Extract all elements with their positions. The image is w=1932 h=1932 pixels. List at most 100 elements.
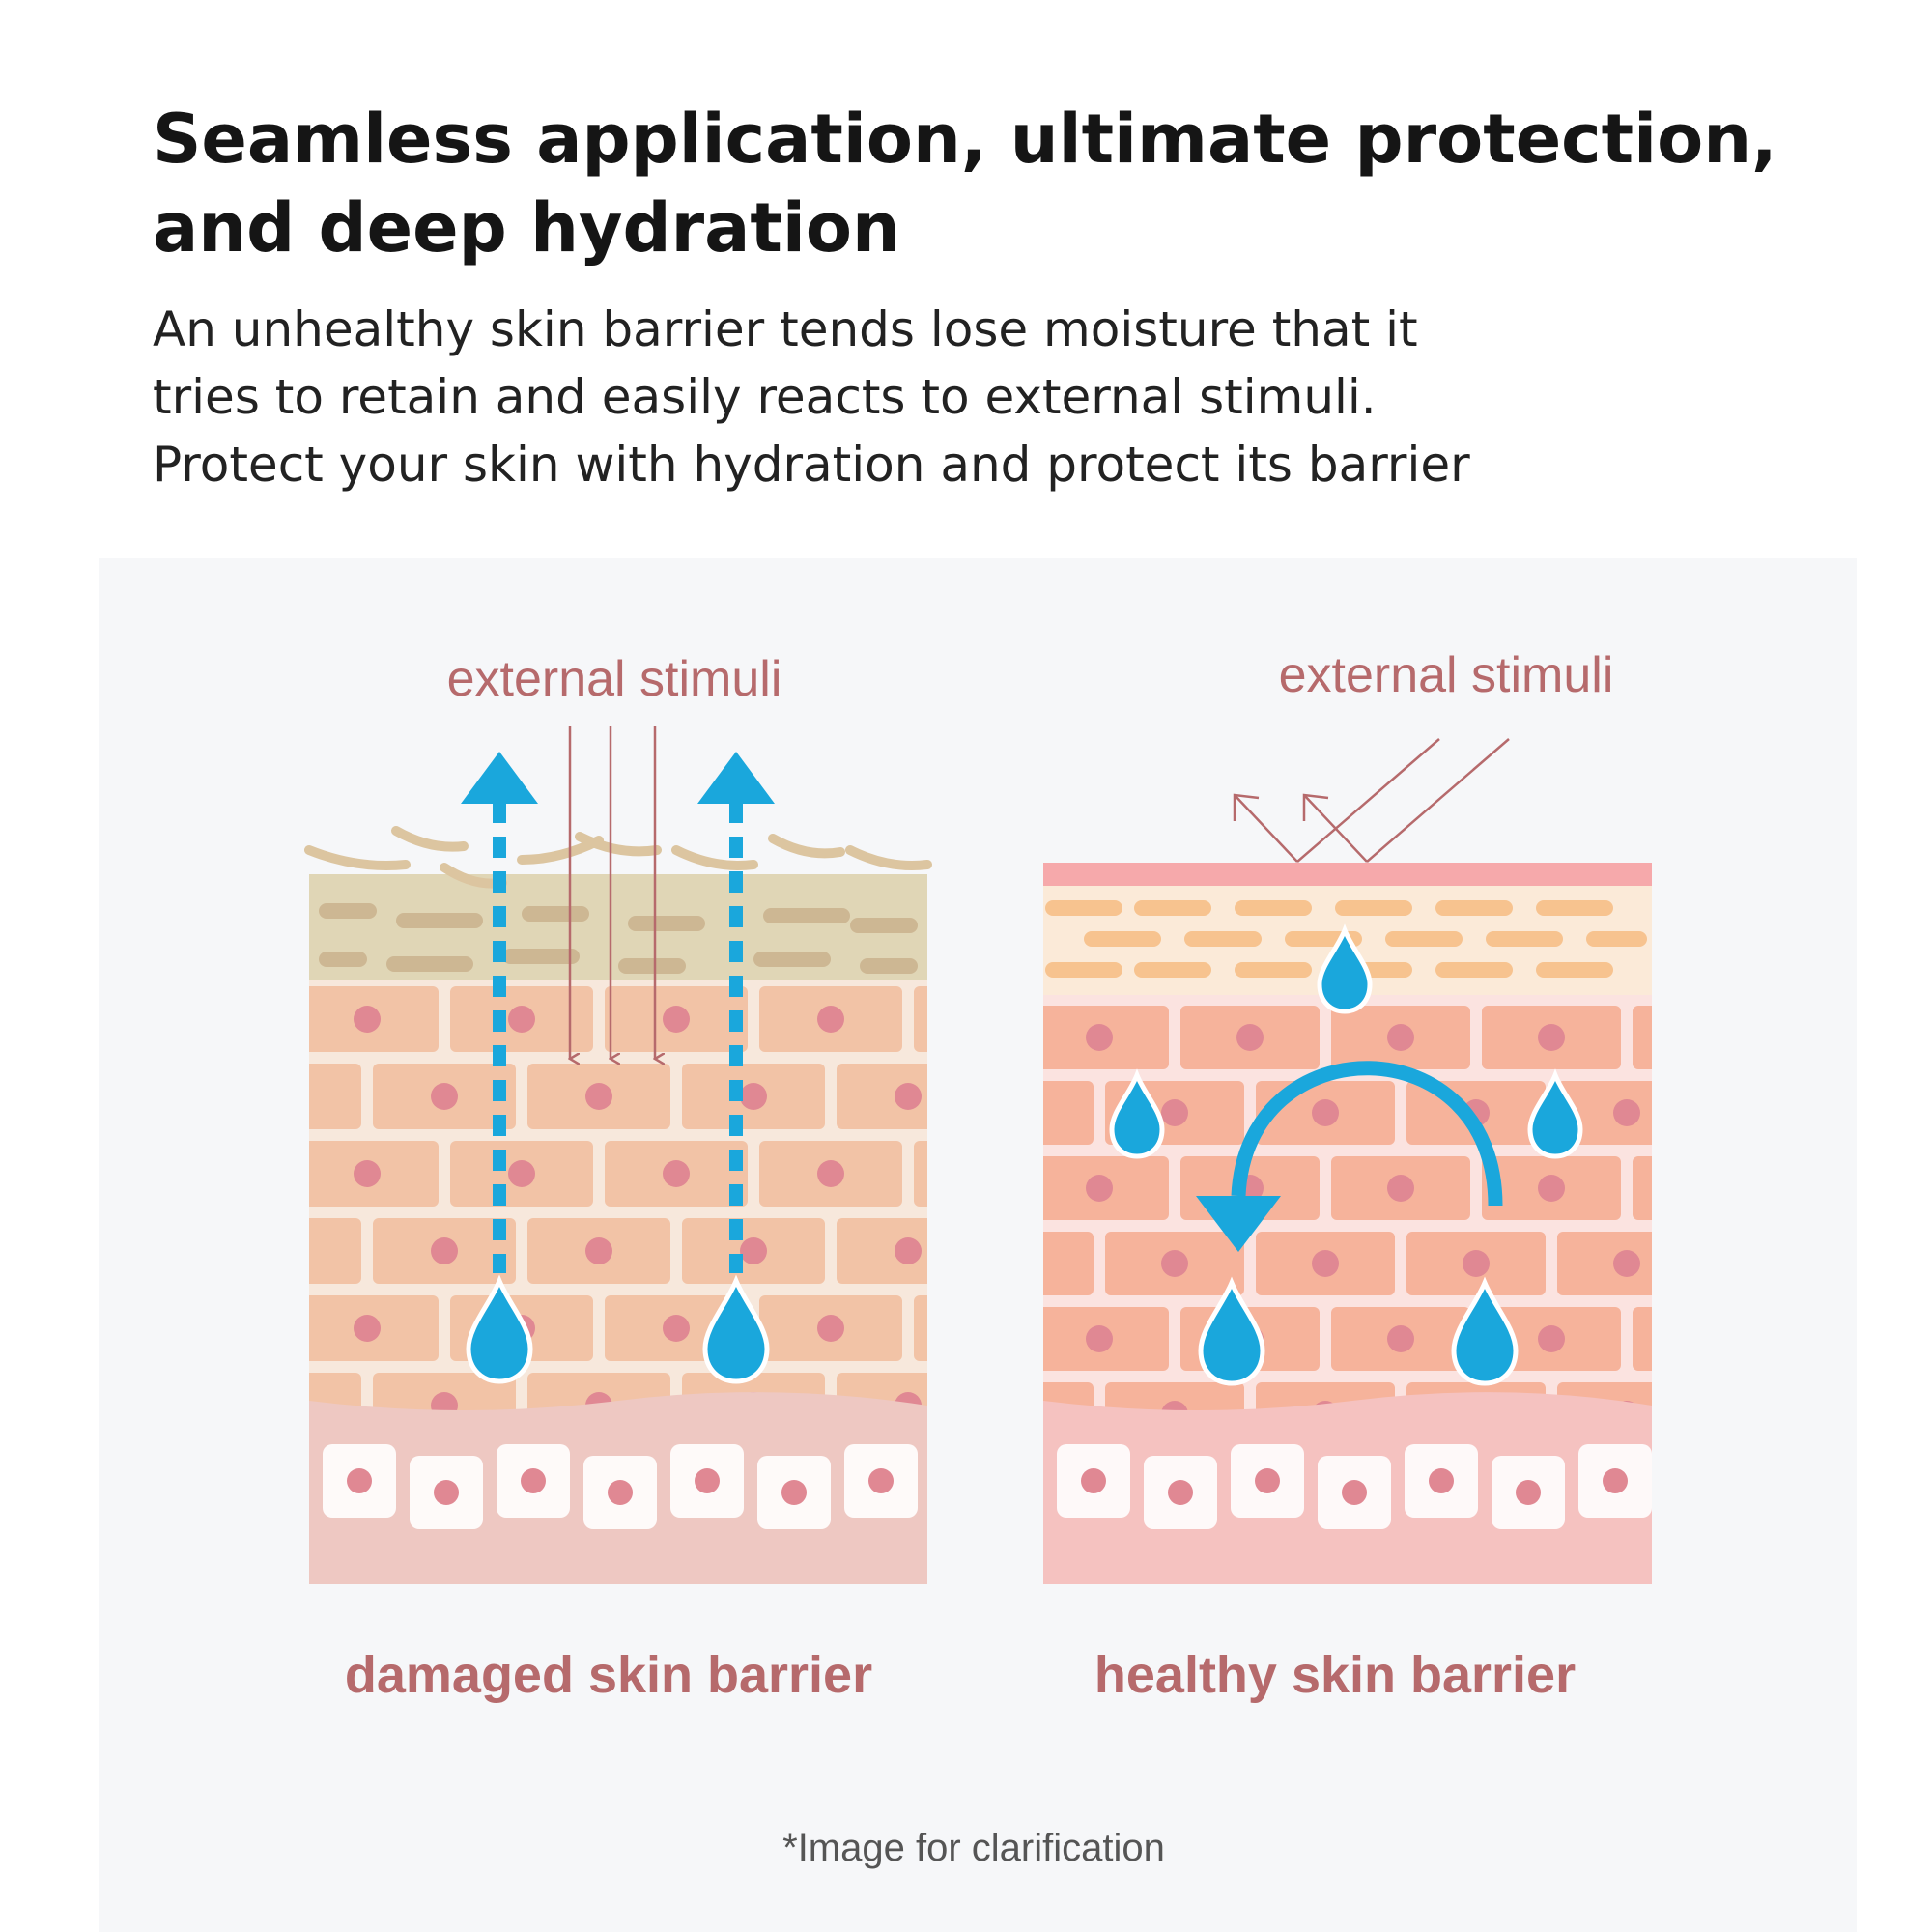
healthy-lipid xyxy=(1134,962,1211,978)
cell-nucleus xyxy=(434,1480,459,1505)
cell-nucleus xyxy=(1312,1099,1339,1126)
cell-nucleus xyxy=(276,1083,303,1110)
water-drop-icon xyxy=(466,1274,533,1384)
damaged-lipid xyxy=(618,958,686,974)
cell-nucleus xyxy=(1387,1175,1414,1202)
skin-flake xyxy=(575,832,662,857)
cell-nucleus xyxy=(972,1160,999,1187)
cell-nucleus xyxy=(1255,1468,1280,1493)
cell-nucleus xyxy=(354,1315,381,1342)
damaged-lipid xyxy=(502,949,580,964)
cell-nucleus xyxy=(895,1237,922,1264)
cell-nucleus xyxy=(1516,1480,1541,1505)
skin-cell xyxy=(914,1295,927,1361)
headline: Seamless application, ultimate protectio… xyxy=(153,95,1853,272)
healthy-lipid xyxy=(1134,900,1211,916)
healthy-protective-layer xyxy=(1043,863,1652,886)
cell-nucleus xyxy=(1236,1024,1264,1051)
healthy-lipid xyxy=(1184,931,1262,947)
skin-cell xyxy=(309,1064,361,1129)
skin-cell xyxy=(837,1064,927,1129)
circulation-arrowhead-icon xyxy=(1196,1196,1281,1252)
cell-nucleus xyxy=(868,1468,894,1493)
skin-cell xyxy=(1043,1232,1094,1295)
moisture-circulation-arrow xyxy=(1231,1061,1503,1207)
water-drop-icon xyxy=(1198,1276,1265,1386)
cell-nucleus xyxy=(663,1315,690,1342)
headline-line-1: Seamless application, ultimate protectio… xyxy=(153,99,1777,179)
cell-nucleus xyxy=(695,1468,720,1493)
intro-line-1: An unhealthy skin barrier tends lose moi… xyxy=(153,301,1418,357)
cell-nucleus xyxy=(276,1237,303,1264)
cell-nucleus xyxy=(431,1083,458,1110)
healthy-skin-illustration xyxy=(1010,738,1716,1584)
cell-nucleus xyxy=(1086,1325,1113,1352)
image-footnote: *Image for clarification xyxy=(782,1827,1165,1869)
healthy-lipid xyxy=(1435,962,1513,978)
cell-nucleus xyxy=(431,1237,458,1264)
cell-nucleus xyxy=(1081,1468,1106,1493)
healthy-lipid xyxy=(1335,900,1412,916)
cell-nucleus xyxy=(895,1083,922,1110)
skin-cell xyxy=(837,1218,927,1284)
cell-nucleus xyxy=(740,1237,767,1264)
damaged-cells xyxy=(276,986,999,1438)
healthy-lipid xyxy=(1486,931,1563,947)
skin-cell xyxy=(1633,1006,1652,1069)
skin-flake xyxy=(671,845,758,870)
cell-nucleus xyxy=(1613,1099,1640,1126)
cell-nucleus xyxy=(585,1237,612,1264)
healthy-lipid xyxy=(1235,900,1312,916)
damaged-lipid xyxy=(319,952,367,967)
cell-nucleus xyxy=(1010,1099,1037,1126)
cell-nucleus xyxy=(1342,1480,1367,1505)
cell-nucleus xyxy=(585,1083,612,1110)
cell-nucleus xyxy=(1387,1024,1414,1051)
cell-nucleus xyxy=(508,1160,535,1187)
cell-nucleus xyxy=(1538,1024,1565,1051)
skin-flake xyxy=(845,845,932,870)
water-drop-icon xyxy=(1527,1068,1583,1159)
cell-nucleus xyxy=(1086,1175,1113,1202)
cell-nucleus xyxy=(1086,1024,1113,1051)
headline-line-2: and deep hydration xyxy=(153,188,900,268)
moisture-up-arrowhead-icon xyxy=(461,752,538,804)
water-drop-icon xyxy=(1317,923,1373,1014)
cell-nucleus xyxy=(740,1083,767,1110)
cell-nucleus xyxy=(817,1315,844,1342)
intro-line-2: tries to retain and easily reacts to ext… xyxy=(153,369,1377,425)
skin-cell xyxy=(1557,1232,1652,1295)
reflected-stimuli-arrows xyxy=(1233,738,1510,863)
cell-nucleus xyxy=(781,1480,807,1505)
skin-cell xyxy=(1633,1156,1652,1220)
damaged-lipid xyxy=(396,913,483,928)
cell-nucleus xyxy=(1689,1325,1716,1352)
skin-cell xyxy=(914,1141,927,1207)
cell-nucleus xyxy=(663,1160,690,1187)
right-caption: healthy skin barrier xyxy=(1094,1646,1576,1704)
skin-flake xyxy=(768,834,845,859)
cell-nucleus xyxy=(1613,1250,1640,1277)
cell-nucleus xyxy=(608,1480,633,1505)
water-drop-icon xyxy=(1109,1068,1165,1159)
damaged-base-cells xyxy=(323,1444,918,1529)
cell-nucleus xyxy=(663,1006,690,1033)
cell-nucleus xyxy=(1312,1250,1339,1277)
cell-nucleus xyxy=(1387,1325,1414,1352)
right-stimuli-label: external stimuli xyxy=(1279,647,1614,703)
cell-nucleus xyxy=(1429,1468,1454,1493)
cell-nucleus xyxy=(521,1468,546,1493)
cell-nucleus xyxy=(1538,1175,1565,1202)
healthy-lipid xyxy=(1536,900,1613,916)
skin-cell xyxy=(1043,1081,1094,1145)
damaged-flakes xyxy=(304,826,932,974)
skin-cell xyxy=(914,986,927,1052)
cell-nucleus xyxy=(276,1392,303,1419)
skin-flake xyxy=(391,826,469,852)
healthy-lipid xyxy=(1586,931,1647,947)
healthy-lipid xyxy=(1536,962,1613,978)
damaged-lipid xyxy=(386,956,473,972)
cell-nucleus xyxy=(508,1006,535,1033)
skin-cell xyxy=(1633,1307,1652,1371)
intro-line-3: Protect your skin with hydration and pro… xyxy=(153,437,1470,493)
